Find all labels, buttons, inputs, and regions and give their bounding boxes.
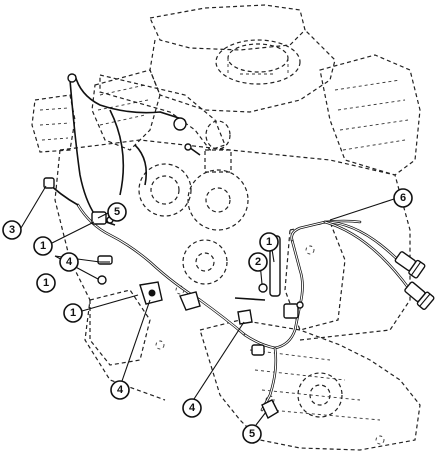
callout-3: 3 <box>2 220 22 240</box>
callout-4-label: 4 <box>189 402 196 414</box>
callout-4-label: 4 <box>66 256 73 268</box>
upper-wiring <box>67 73 201 216</box>
callout-4-upper-left: 4 <box>59 252 79 272</box>
callout-5-label: 5 <box>114 206 120 218</box>
callout-2-label: 2 <box>255 256 261 268</box>
callout-1-middle-left: 1 <box>36 273 56 293</box>
callout-6-label: 6 <box>400 192 406 204</box>
callout-5-upper: 5 <box>107 202 127 222</box>
callout-1-label: 1 <box>43 277 49 289</box>
callout-1-upper-left: 1 <box>33 236 53 256</box>
callout-6: 6 <box>393 188 413 208</box>
main-harness <box>44 179 412 412</box>
callout-5-bottom: 5 <box>242 424 262 444</box>
callout-4-label: 4 <box>117 384 124 396</box>
callout-1-label: 1 <box>266 236 272 248</box>
callout-1-lower-left: 1 <box>63 303 83 323</box>
callout-1-label: 1 <box>70 307 76 319</box>
callout-4-bottom: 4 <box>182 398 202 418</box>
callout-5-label: 5 <box>249 428 255 440</box>
cable-connectors <box>394 251 435 311</box>
callout-1-label: 1 <box>40 240 46 252</box>
callout-1-right: 1 <box>259 232 279 252</box>
callout-3-label: 3 <box>9 224 15 236</box>
callout-2: 2 <box>248 252 268 272</box>
engine-outline <box>31 4 421 451</box>
callout-4-lower-left: 4 <box>110 380 130 400</box>
